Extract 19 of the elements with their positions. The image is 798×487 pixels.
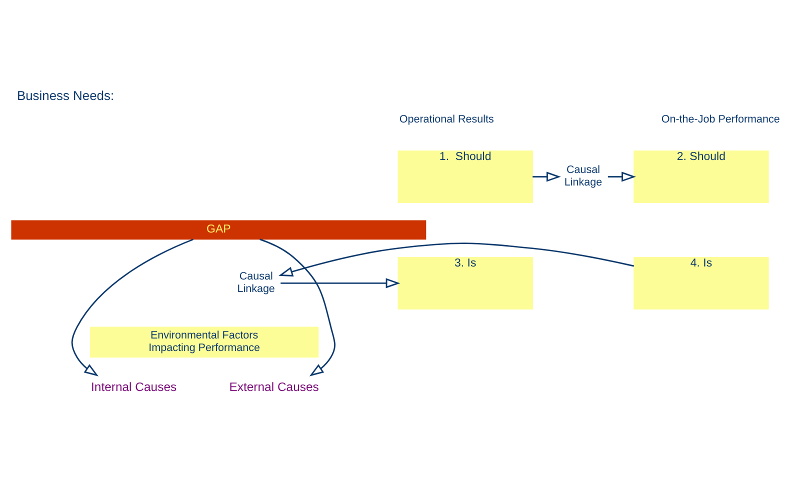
label: Operational Results bbox=[399, 112, 494, 125]
arrow bbox=[278, 242, 634, 276]
node-box: 2. Should bbox=[634, 150, 769, 203]
arrow bbox=[71, 238, 194, 376]
node-text: Causal Linkage bbox=[237, 270, 275, 294]
node-box: Environmental Factors Impacting Performance bbox=[90, 326, 319, 358]
node-text: Internal Causes bbox=[91, 380, 177, 394]
arrow bbox=[280, 278, 400, 288]
arrow bbox=[608, 171, 636, 182]
node-box: 1. Should bbox=[398, 150, 533, 203]
arrow bbox=[260, 238, 336, 376]
node-text: Causal Linkage bbox=[564, 164, 602, 188]
label: On-the-Job Performance bbox=[661, 112, 780, 125]
node-box: 3. Is bbox=[398, 256, 533, 309]
node-box: 4. Is bbox=[634, 256, 769, 309]
arrow bbox=[532, 171, 561, 182]
node-text: External Causes bbox=[229, 380, 319, 394]
node-box: GAP bbox=[11, 220, 426, 240]
diagram-title: Business Needs: bbox=[16, 88, 114, 103]
